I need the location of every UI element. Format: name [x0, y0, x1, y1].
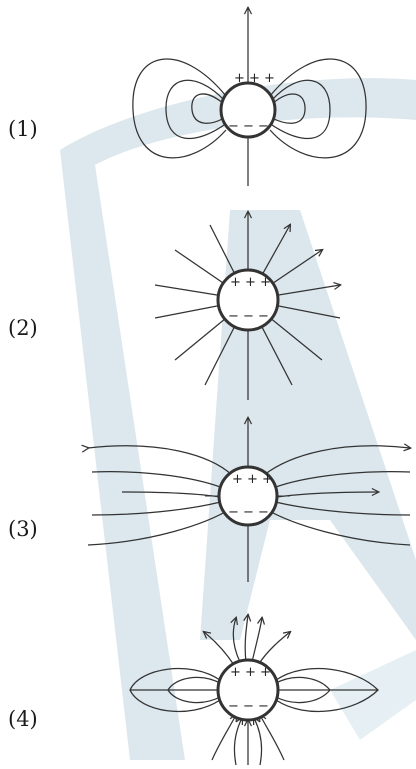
- panel-2-label: (2): [8, 316, 38, 340]
- panel-2: (2) + + + − − −: [8, 212, 340, 400]
- panel-4-minus: − − −: [228, 699, 269, 714]
- panel-3-minus: − − −: [228, 505, 269, 520]
- panel-1-minus: − − −: [228, 119, 269, 134]
- panel-3-label: (3): [8, 517, 38, 541]
- panel-2-minus: − − −: [228, 309, 269, 324]
- panel-1-label: (1): [8, 117, 38, 141]
- panel-1: (1) + + + − − −: [8, 8, 367, 186]
- panel-3-plus: + + +: [232, 472, 273, 487]
- panel-4: (4) + + + − − −: [8, 615, 379, 766]
- panel-3: (3) + + + − − −: [8, 418, 410, 582]
- panel-1-plus: + + +: [234, 71, 275, 86]
- panel-2-plus: + + +: [230, 275, 271, 290]
- panel-4-plus: + + +: [230, 665, 271, 680]
- panel-4-label: (4): [8, 707, 38, 731]
